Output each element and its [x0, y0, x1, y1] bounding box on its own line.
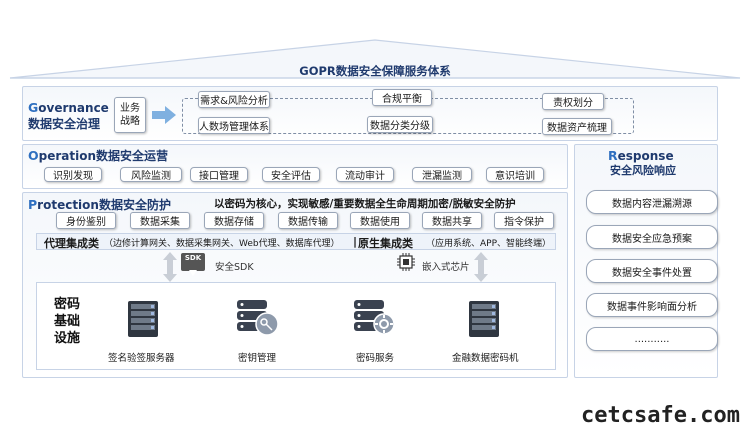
gov-item-asset-inventory: 数据资产梳理	[542, 118, 612, 135]
op-item-training: 意识培训	[486, 167, 544, 182]
proxy-integration-detail: （边修计算网关、数据采集网关、Web代理、数据库代理）	[104, 239, 340, 249]
response-item-more: ...........	[586, 327, 718, 351]
op-item-risk-monitor: 风险监测	[120, 167, 182, 182]
response-item-incident-handling: 数据安全事件处置	[586, 259, 718, 283]
double-arrow-right-icon	[474, 252, 488, 282]
server-label-financial: 金融数据密码机	[452, 353, 519, 364]
watermark: cetcsafe.com	[581, 403, 740, 428]
roof-shape	[9, 39, 741, 79]
governance-title: Governance	[28, 100, 109, 115]
gov-item-compliance: 合规平衡	[372, 89, 432, 106]
op-item-leak-monitor: 泄漏监测	[412, 167, 472, 182]
server-label-signature: 签名验签服务器	[108, 353, 175, 364]
sdk-badge: SDK	[181, 253, 205, 276]
op-item-identify: 识别发现	[44, 167, 102, 182]
arrow-right-icon	[152, 106, 176, 124]
business-strategy-box: 业务战略	[114, 97, 146, 133]
response-title-cn: 安全风险响应	[610, 164, 676, 177]
crypto-infra-title: 密码 基础 设施	[54, 297, 81, 346]
op-item-flow-audit: 流动审计	[336, 167, 394, 182]
integration-separator: |	[353, 235, 358, 248]
server-label-crypto-service: 密码服务	[356, 353, 395, 364]
proxy-integration-label: 代理集成类	[44, 237, 99, 250]
native-integration-detail: （应用系统、APP、智能终端）	[426, 239, 552, 249]
gov-item-management-system: 人数场管理体系	[198, 117, 270, 134]
governance-title-cn: 数据安全治理	[28, 117, 101, 131]
operation-panel	[22, 144, 568, 189]
signature-server-icon	[128, 301, 158, 337]
crypto-service-icon	[354, 300, 395, 335]
gov-item-risk-analysis: 需求&风险分析	[198, 91, 270, 108]
prot-item-transmission: 数据传输	[278, 212, 338, 229]
gov-item-responsibility: 责权划分	[542, 93, 604, 110]
financial-crypto-machine-icon	[469, 301, 499, 337]
response-title: Response	[608, 148, 674, 163]
key-management-icon	[237, 300, 279, 336]
op-item-interface: 接口管理	[190, 167, 248, 182]
chip-label: 嵌入式芯片	[422, 262, 470, 273]
sdk-label: 安全SDK	[215, 262, 254, 273]
prot-item-identity: 身份鉴别	[56, 212, 116, 229]
prot-item-storage: 数据存储	[204, 212, 264, 229]
integration-row	[36, 233, 556, 250]
prot-item-collection: 数据采集	[130, 212, 190, 229]
prot-item-command: 指令保护	[494, 212, 554, 229]
response-item-impact-analysis: 数据事件影响面分析	[586, 293, 718, 317]
protection-title: Protection数据安全防护	[28, 197, 171, 212]
server-label-key-management: 密钥管理	[238, 353, 277, 364]
prot-item-sharing: 数据共享	[422, 212, 482, 229]
prot-item-usage: 数据使用	[350, 212, 410, 229]
op-item-assessment: 安全评估	[262, 167, 320, 182]
operation-title: Operation数据安全运营	[28, 148, 169, 163]
response-item-emergency-plan: 数据安全应急预案	[586, 225, 718, 249]
page-title: GOPR数据安全保障服务体系	[299, 64, 451, 78]
gov-item-classification: 数据分类分级	[367, 116, 433, 133]
response-item-leak-trace: 数据内容泄漏溯源	[586, 190, 718, 214]
protection-slogan: 以密码为核心，实现敏感/重要数据全生命周期加密/脱敏安全防护	[214, 198, 516, 210]
chip-icon	[397, 253, 415, 271]
double-arrow-left-icon	[163, 252, 177, 282]
native-integration-label: 原生集成类	[358, 237, 413, 250]
